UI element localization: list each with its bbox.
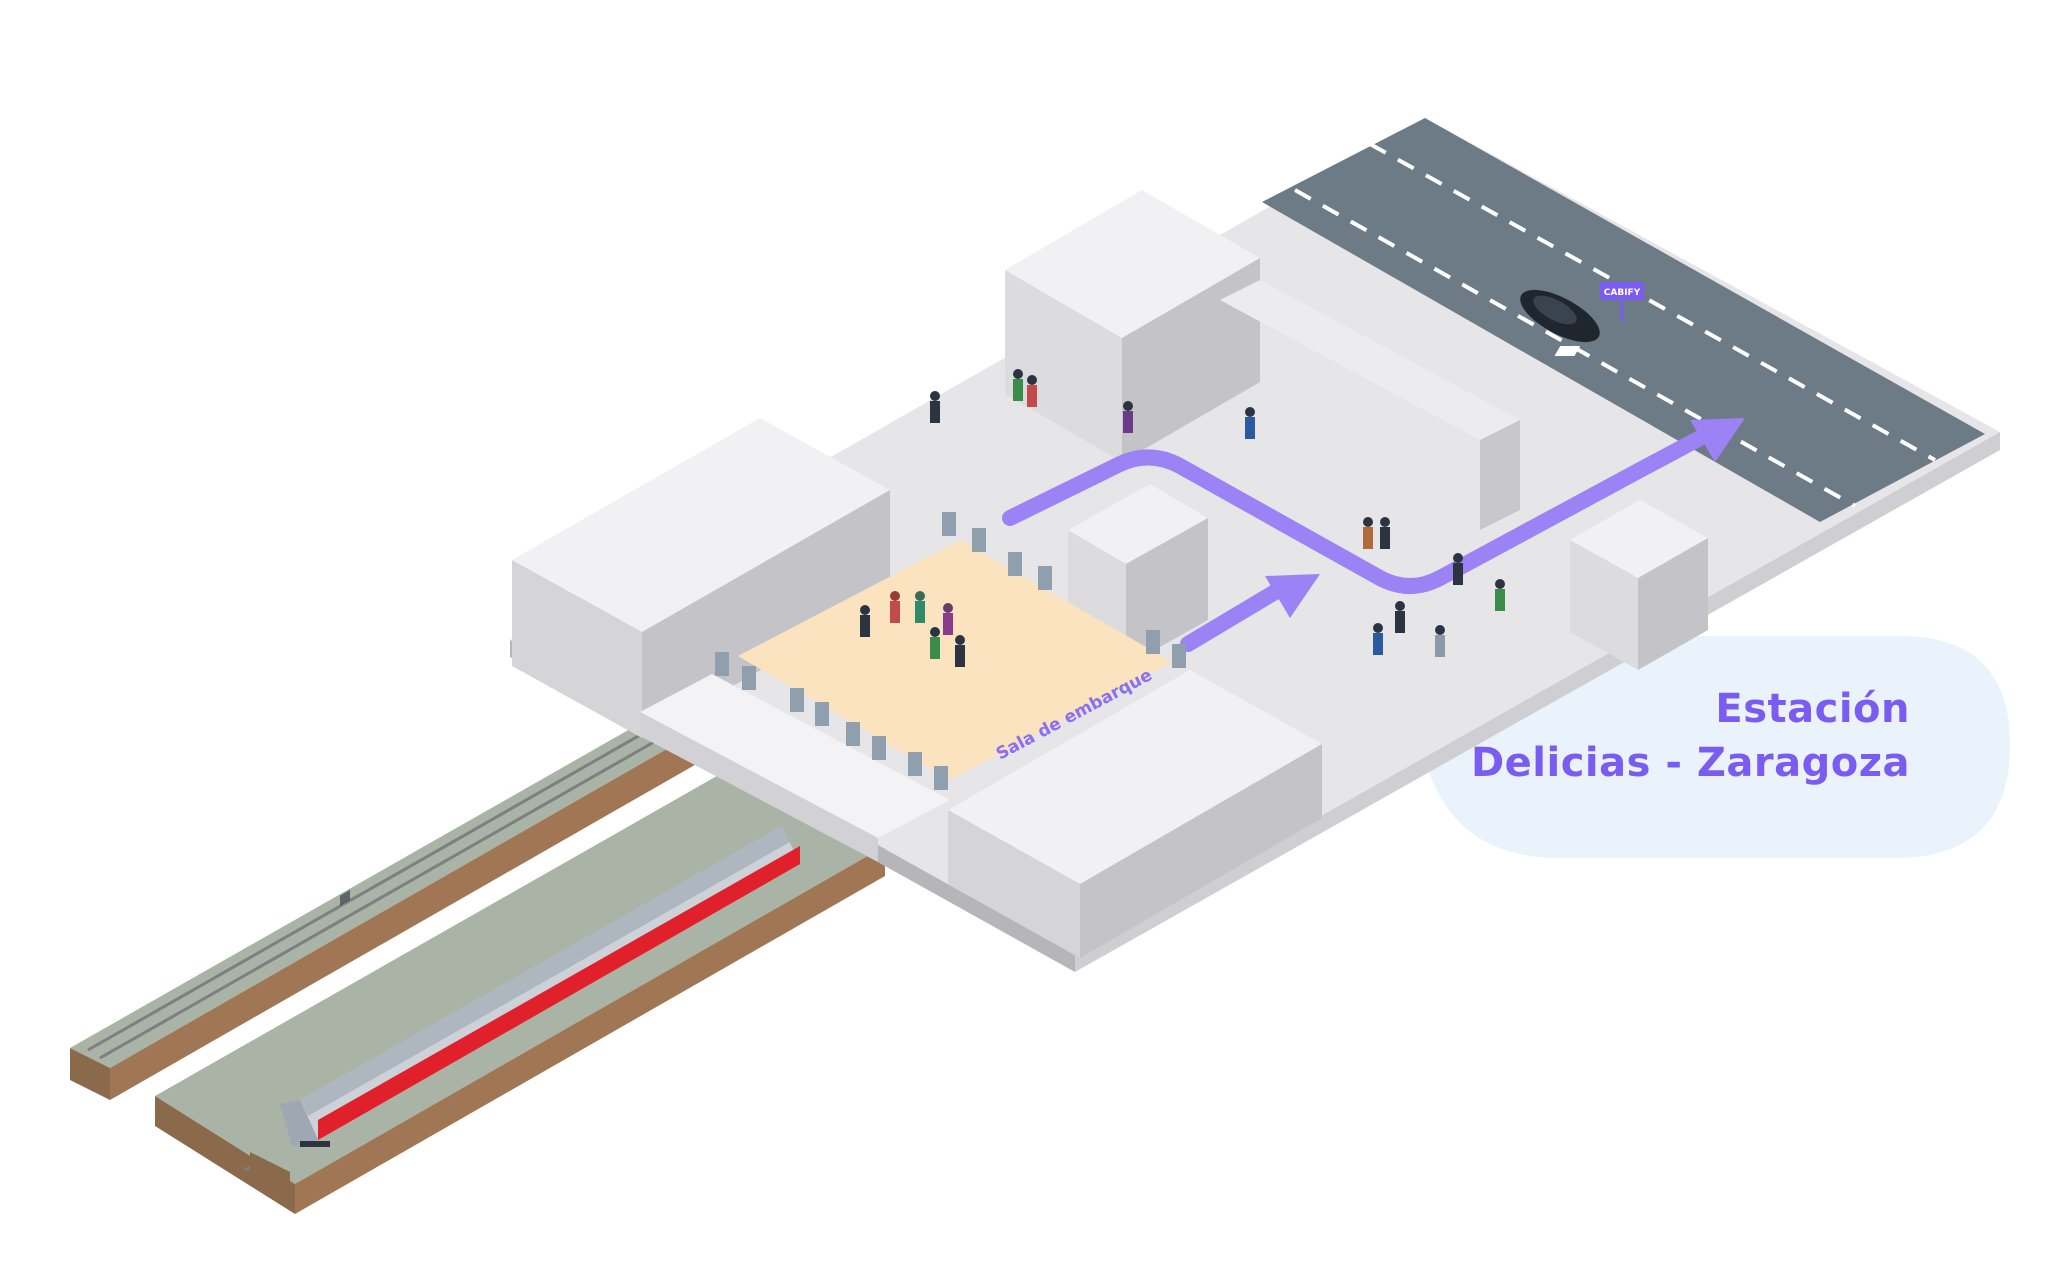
taxi-car [1520, 289, 1600, 343]
route-arrowhead-main [1690, 418, 1745, 462]
track-1 [70, 712, 700, 1100]
station-name-line-2: Delicias - Zaragoza [1470, 740, 1910, 786]
building-front-left [640, 674, 950, 862]
building-back-center [1005, 190, 1260, 462]
station-name-line-1: Estación [1715, 686, 1910, 732]
building-front-right [948, 670, 1322, 958]
route-path-secondary [1180, 584, 1283, 652]
building-back-left [512, 418, 890, 738]
route-arrows [1002, 430, 1708, 652]
taxi-sign-label: CABIFY [1604, 288, 1641, 298]
route-arrowhead-secondary [1265, 574, 1320, 618]
train [280, 826, 800, 1147]
people-group [860, 369, 1505, 667]
building-right-block [1220, 280, 1520, 530]
taxi-sign: CABIFY [1600, 282, 1644, 322]
ticket-gates [715, 512, 1186, 790]
route-path-main [1002, 430, 1708, 594]
station-name-label: Estación Delicias - Zaragoza [1471, 682, 1910, 790]
building-right-small [1570, 500, 1708, 670]
